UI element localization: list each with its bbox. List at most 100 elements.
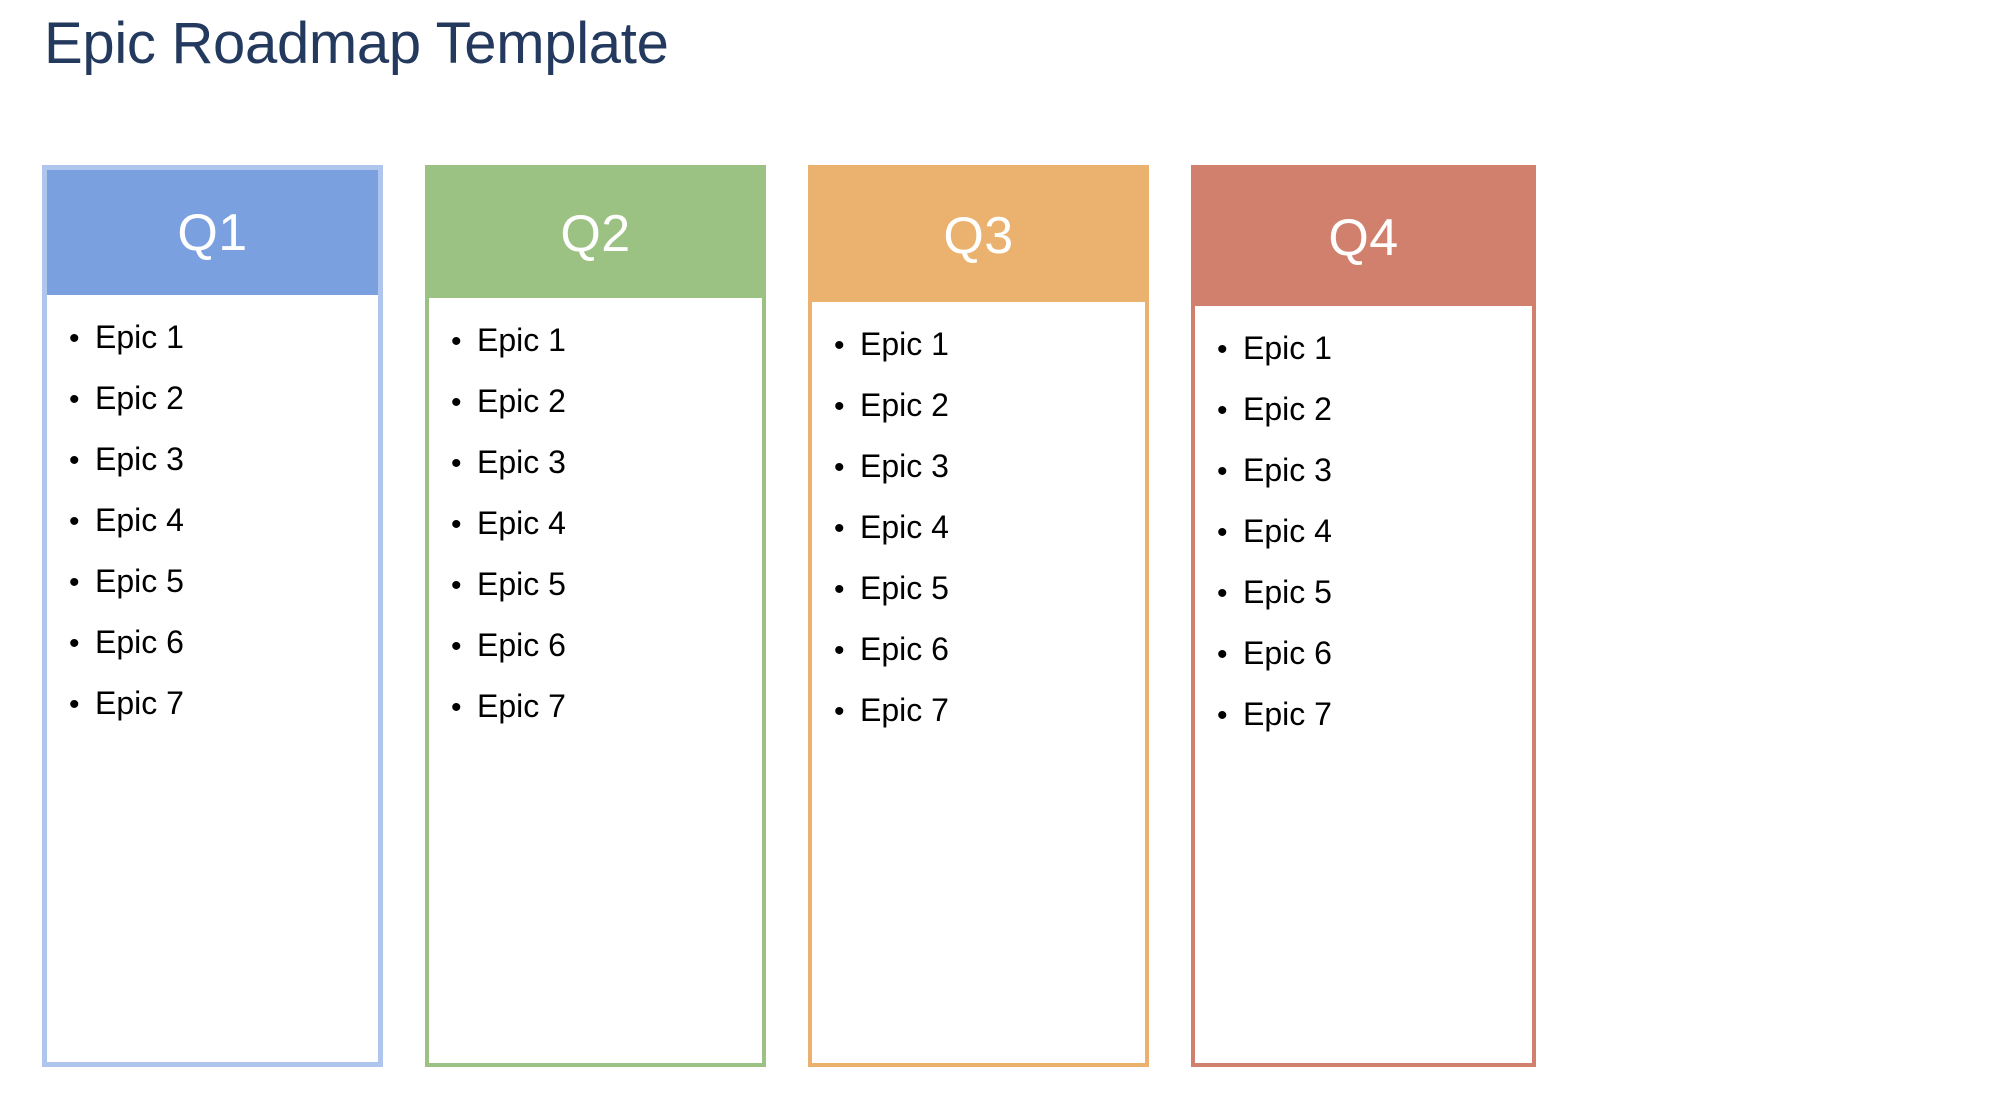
quarter-column-q3[interactable]: Q3 • Epic 1 • Epic 2 • Epic 3 <box>808 165 1149 1067</box>
bullet-icon: • <box>69 566 80 599</box>
list-item[interactable]: • Epic 3 <box>812 446 1145 507</box>
quarter-header-label: Q3 <box>943 206 1014 265</box>
list-item[interactable]: • Epic 1 <box>812 324 1145 385</box>
epic-list-q2: • Epic 1 • Epic 2 • Epic 3 • Epic 4 <box>429 320 762 747</box>
bullet-icon: • <box>1217 577 1228 610</box>
list-item[interactable]: • Epic 3 <box>47 439 378 500</box>
quarter-header-q3[interactable]: Q3 <box>812 169 1145 302</box>
epic-label: Epic 2 <box>1243 391 1332 427</box>
bullet-icon: • <box>69 505 80 538</box>
epic-label: Epic 7 <box>1243 696 1332 732</box>
list-item[interactable]: • Epic 7 <box>1195 694 1532 755</box>
quarter-body-q2: • Epic 1 • Epic 2 • Epic 3 • Epic 4 <box>429 298 762 1063</box>
epic-label: Epic 4 <box>95 502 184 538</box>
quarter-body-q4: • Epic 1 • Epic 2 • Epic 3 • Epic 4 <box>1195 306 1532 1063</box>
epic-label: Epic 5 <box>95 563 184 599</box>
list-item[interactable]: • Epic 3 <box>429 442 762 503</box>
bullet-icon: • <box>834 451 845 484</box>
epic-label: Epic 6 <box>477 627 566 663</box>
epic-label: Epic 4 <box>860 509 949 545</box>
epic-label: Epic 1 <box>1243 330 1332 366</box>
epic-label: Epic 5 <box>1243 574 1332 610</box>
list-item[interactable]: • Epic 2 <box>429 381 762 442</box>
quarter-header-label: Q1 <box>177 203 248 262</box>
bullet-icon: • <box>834 573 845 606</box>
quarter-body-q1: • Epic 1 • Epic 2 • Epic 3 • Epic 4 <box>47 295 378 1062</box>
epic-label: Epic 5 <box>860 570 949 606</box>
epic-label: Epic 4 <box>1243 513 1332 549</box>
list-item[interactable]: • Epic 5 <box>1195 572 1532 633</box>
quarter-header-q2[interactable]: Q2 <box>429 169 762 298</box>
epic-label: Epic 2 <box>477 383 566 419</box>
list-item[interactable]: • Epic 7 <box>429 686 762 747</box>
list-item[interactable]: • Epic 4 <box>429 503 762 564</box>
epic-label: Epic 7 <box>477 688 566 724</box>
bullet-icon: • <box>1217 699 1228 732</box>
list-item[interactable]: • Epic 4 <box>47 500 378 561</box>
epic-label: Epic 1 <box>477 322 566 358</box>
epic-label: Epic 4 <box>477 505 566 541</box>
bullet-icon: • <box>1217 394 1228 427</box>
quarter-column-q2[interactable]: Q2 • Epic 1 • Epic 2 • Epic 3 <box>425 165 766 1067</box>
bullet-icon: • <box>834 329 845 362</box>
quarter-board: Q1 • Epic 1 • Epic 2 • Epic 3 <box>42 165 1942 1067</box>
epic-label: Epic 3 <box>860 448 949 484</box>
quarter-body-q3: • Epic 1 • Epic 2 • Epic 3 • Epic 4 <box>812 302 1145 1063</box>
bullet-icon: • <box>69 627 80 660</box>
list-item[interactable]: • Epic 2 <box>47 378 378 439</box>
list-item[interactable]: • Epic 1 <box>47 317 378 378</box>
page-title: Epic Roadmap Template <box>44 11 669 76</box>
bullet-icon: • <box>834 695 845 728</box>
epic-label: Epic 2 <box>860 387 949 423</box>
bullet-icon: • <box>834 634 845 667</box>
quarter-header-label: Q4 <box>1328 208 1399 267</box>
list-item[interactable]: • Epic 6 <box>47 622 378 683</box>
bullet-icon: • <box>834 512 845 545</box>
epic-label: Epic 1 <box>95 319 184 355</box>
epic-list-q1: • Epic 1 • Epic 2 • Epic 3 • Epic 4 <box>47 317 378 744</box>
bullet-icon: • <box>1217 455 1228 488</box>
bullet-icon: • <box>1217 516 1228 549</box>
bullet-icon: • <box>451 691 462 724</box>
epic-label: Epic 7 <box>860 692 949 728</box>
quarter-header-q4[interactable]: Q4 <box>1195 169 1532 306</box>
epic-label: Epic 3 <box>477 444 566 480</box>
bullet-icon: • <box>69 688 80 721</box>
list-item[interactable]: • Epic 1 <box>429 320 762 381</box>
list-item[interactable]: • Epic 3 <box>1195 450 1532 511</box>
bullet-icon: • <box>834 390 845 423</box>
epic-label: Epic 5 <box>477 566 566 602</box>
epic-label: Epic 3 <box>95 441 184 477</box>
epic-label: Epic 3 <box>1243 452 1332 488</box>
list-item[interactable]: • Epic 5 <box>429 564 762 625</box>
epic-label: Epic 7 <box>95 685 184 721</box>
bullet-icon: • <box>451 386 462 419</box>
list-item[interactable]: • Epic 4 <box>1195 511 1532 572</box>
epic-label: Epic 2 <box>95 380 184 416</box>
bullet-icon: • <box>451 325 462 358</box>
bullet-icon: • <box>69 383 80 416</box>
epic-label: Epic 1 <box>860 326 949 362</box>
quarter-header-q1[interactable]: Q1 <box>47 170 378 295</box>
epic-list-q3: • Epic 1 • Epic 2 • Epic 3 • Epic 4 <box>812 324 1145 751</box>
list-item[interactable]: • Epic 4 <box>812 507 1145 568</box>
list-item[interactable]: • Epic 5 <box>47 561 378 622</box>
list-item[interactable]: • Epic 6 <box>429 625 762 686</box>
list-item[interactable]: • Epic 7 <box>812 690 1145 751</box>
list-item[interactable]: • Epic 2 <box>1195 389 1532 450</box>
list-item[interactable]: • Epic 5 <box>812 568 1145 629</box>
quarter-column-q1[interactable]: Q1 • Epic 1 • Epic 2 • Epic 3 <box>42 165 383 1067</box>
bullet-icon: • <box>1217 333 1228 366</box>
bullet-icon: • <box>1217 638 1228 671</box>
list-item[interactable]: • Epic 6 <box>812 629 1145 690</box>
bullet-icon: • <box>451 569 462 602</box>
epic-label: Epic 6 <box>95 624 184 660</box>
bullet-icon: • <box>451 630 462 663</box>
list-item[interactable]: • Epic 2 <box>812 385 1145 446</box>
bullet-icon: • <box>69 444 80 477</box>
quarter-column-q4[interactable]: Q4 • Epic 1 • Epic 2 • Epic 3 <box>1191 165 1536 1067</box>
list-item[interactable]: • Epic 7 <box>47 683 378 744</box>
list-item[interactable]: • Epic 6 <box>1195 633 1532 694</box>
list-item[interactable]: • Epic 1 <box>1195 328 1532 389</box>
